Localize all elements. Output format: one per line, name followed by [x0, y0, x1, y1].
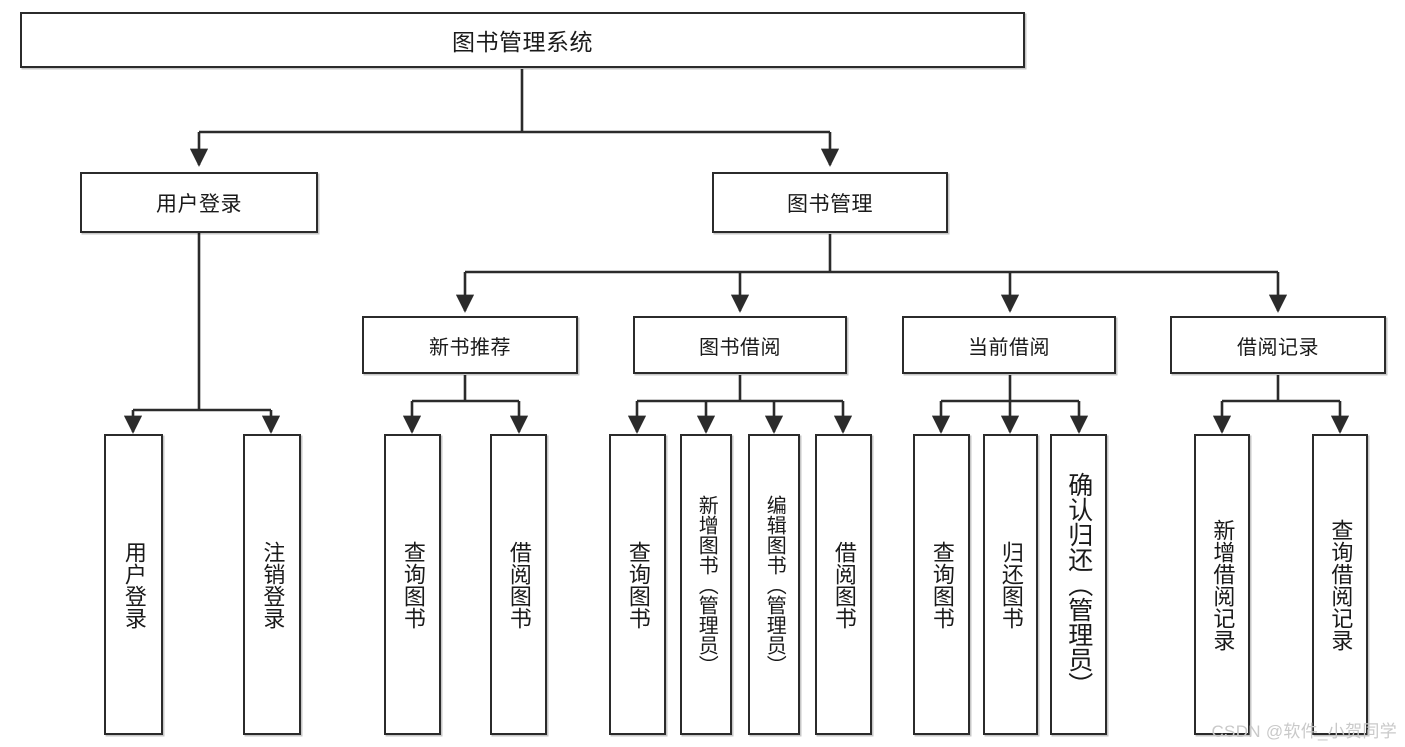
node-leaf-return-book-label: 归还图书 — [998, 540, 1024, 629]
node-leaf-add-book[interactable]: 新增图书（管理员） — [680, 434, 732, 735]
node-book-borrow-label: 图书借阅 — [699, 336, 781, 359]
csdn-watermark: CSDN @软件_小贺同学 — [1211, 722, 1397, 741]
node-leaf-borrow-book-1[interactable]: 借阅图书 — [490, 434, 547, 735]
node-leaf-edit-book-label: 编辑图书（管理员） — [763, 494, 786, 675]
node-leaf-query-book-3-label: 查询图书 — [929, 540, 955, 629]
node-leaf-confirm-return[interactable]: 确认归还（管理员） — [1050, 434, 1107, 735]
node-leaf-query-record-label: 查询借阅记录 — [1328, 518, 1354, 651]
node-leaf-add-record[interactable]: 新增借阅记录 — [1194, 434, 1250, 735]
node-leaf-confirm-return-label: 确认归还（管理员） — [1064, 472, 1093, 697]
node-leaf-add-record-label: 新增借阅记录 — [1210, 518, 1236, 651]
node-leaf-query-book-3[interactable]: 查询图书 — [913, 434, 970, 735]
node-root-label: 图书管理系统 — [452, 29, 593, 55]
node-leaf-borrow-book-2-label: 借阅图书 — [831, 540, 857, 629]
node-leaf-borrow-book-2[interactable]: 借阅图书 — [815, 434, 872, 735]
node-user-login[interactable]: 用户登录 — [80, 172, 318, 233]
node-leaf-user-logout-label: 注销登录 — [260, 540, 286, 629]
node-book-manage[interactable]: 图书管理 — [712, 172, 948, 233]
node-leaf-query-book-1[interactable]: 查询图书 — [384, 434, 441, 735]
node-current-borrow[interactable]: 当前借阅 — [902, 316, 1116, 374]
node-user-login-label: 用户登录 — [156, 192, 242, 216]
node-leaf-add-book-label: 新增图书（管理员） — [695, 494, 718, 675]
node-book-borrow[interactable]: 图书借阅 — [633, 316, 847, 374]
node-current-borrow-label: 当前借阅 — [968, 336, 1050, 359]
node-leaf-query-book-1-label: 查询图书 — [400, 540, 426, 629]
node-new-book-rec[interactable]: 新书推荐 — [362, 316, 578, 374]
node-borrow-record-label: 借阅记录 — [1237, 336, 1319, 359]
node-leaf-query-record[interactable]: 查询借阅记录 — [1312, 434, 1368, 735]
node-borrow-record[interactable]: 借阅记录 — [1170, 316, 1386, 374]
node-leaf-user-login[interactable]: 用户登录 — [104, 434, 163, 735]
node-book-manage-label: 图书管理 — [787, 192, 873, 216]
node-new-book-rec-label: 新书推荐 — [429, 336, 511, 359]
node-leaf-query-book-2-label: 查询图书 — [625, 540, 651, 629]
node-leaf-return-book[interactable]: 归还图书 — [983, 434, 1038, 735]
node-leaf-borrow-book-1-label: 借阅图书 — [506, 540, 532, 629]
node-root[interactable]: 图书管理系统 — [20, 12, 1025, 68]
node-leaf-query-book-2[interactable]: 查询图书 — [609, 434, 666, 735]
node-leaf-edit-book[interactable]: 编辑图书（管理员） — [748, 434, 800, 735]
node-leaf-user-logout[interactable]: 注销登录 — [243, 434, 301, 735]
node-leaf-user-login-label: 用户登录 — [121, 540, 147, 629]
